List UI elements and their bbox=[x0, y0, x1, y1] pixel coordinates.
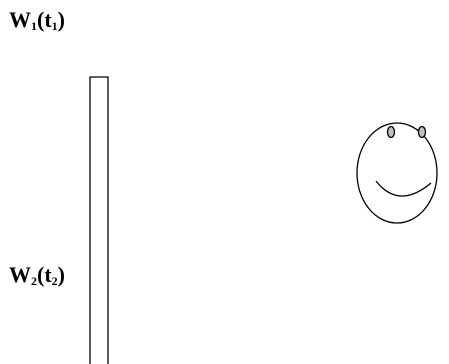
wall-label-w2-t2: W2(t2) bbox=[9, 262, 65, 288]
label-w1-sub: 1 bbox=[31, 19, 37, 33]
left-eye bbox=[386, 125, 396, 139]
wall-label-w1-t1: W1(t1) bbox=[9, 7, 65, 33]
label-w1-main: W bbox=[9, 7, 31, 32]
label-w1-tsub: 1 bbox=[51, 19, 58, 33]
smiley-face bbox=[356, 122, 438, 224]
label-w1-open: (t bbox=[37, 7, 52, 32]
smile-mouth bbox=[375, 180, 432, 197]
label-w2-main: W bbox=[9, 262, 31, 287]
wall-rectangle bbox=[89, 76, 109, 364]
label-w2-open: (t bbox=[37, 262, 52, 287]
label-w2-sub: 2 bbox=[31, 274, 37, 288]
label-w2-tsub: 2 bbox=[51, 274, 58, 288]
label-w1-close: ) bbox=[57, 7, 65, 32]
right-eye bbox=[417, 125, 427, 139]
face-outline bbox=[356, 122, 438, 224]
label-w2-close: ) bbox=[57, 262, 65, 287]
